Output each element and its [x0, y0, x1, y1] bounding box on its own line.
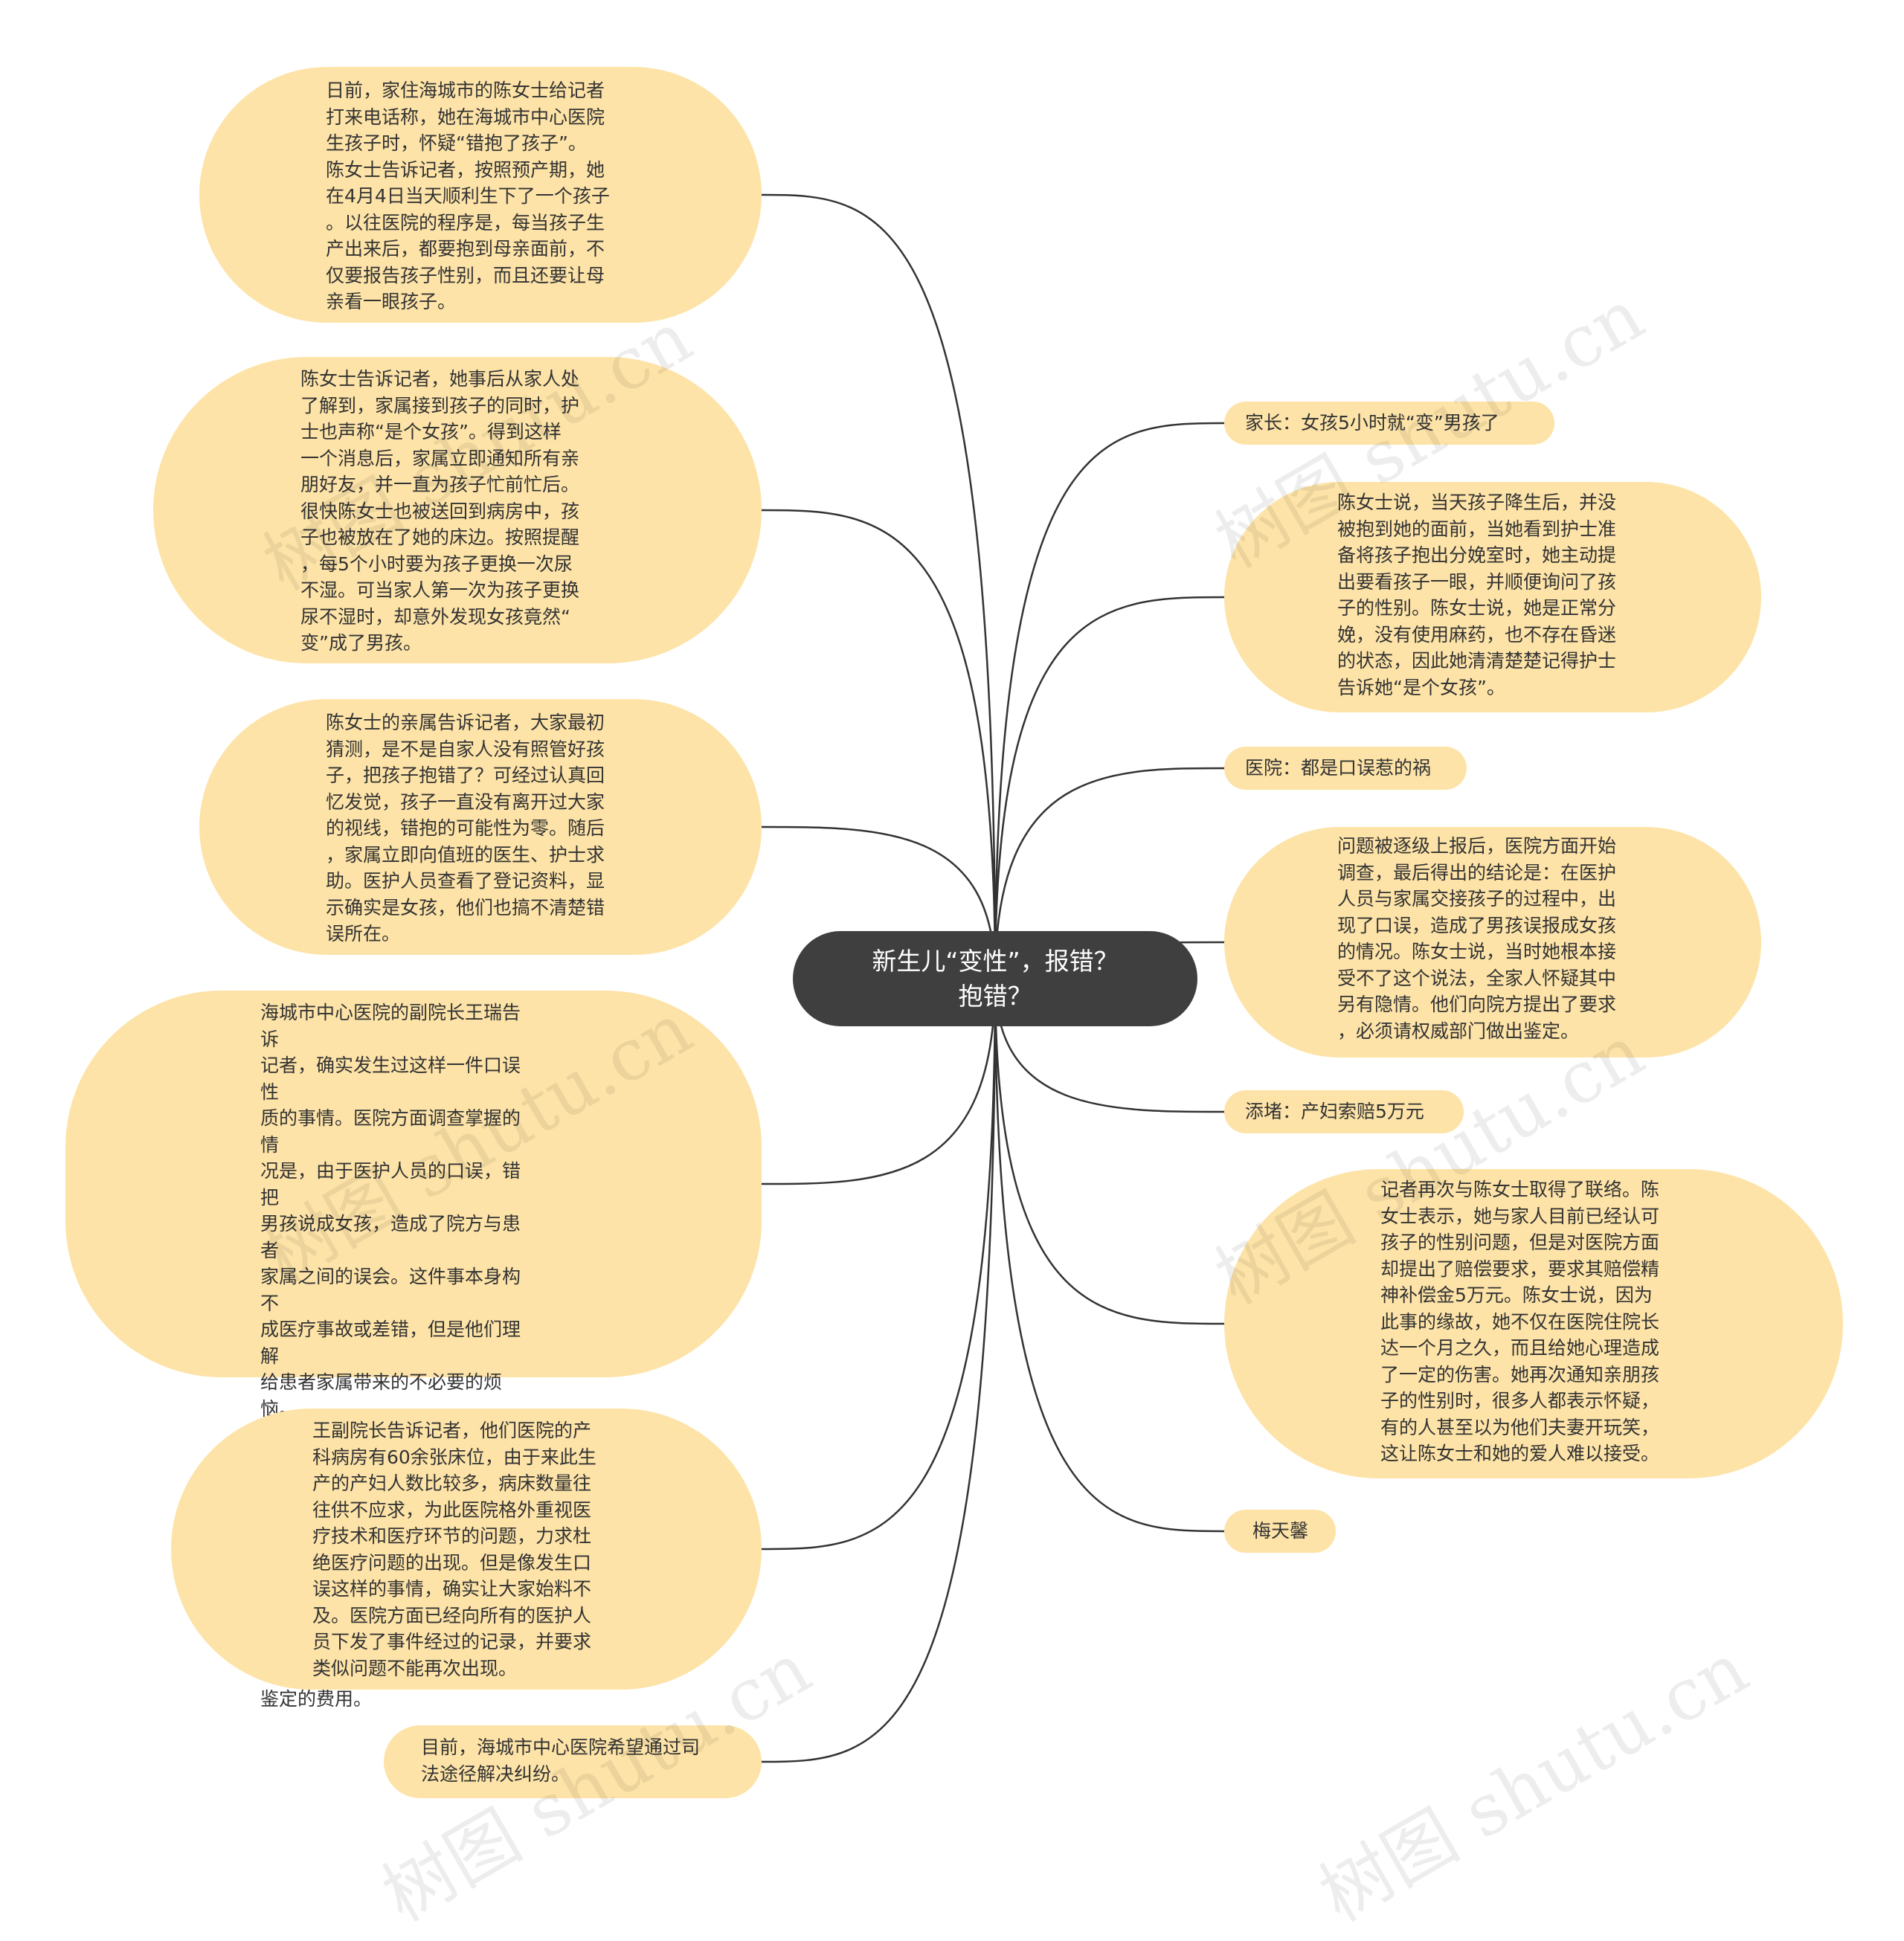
connector-lines: [761, 193, 1225, 1763]
connector-left-1: [761, 193, 997, 979]
right-node-6[interactable]: 记者再次与陈女士取得了联络。陈 女士表示，她与家人目前已经认可 孩子的性别问题，…: [1224, 1169, 1843, 1478]
left-node-5[interactable]: 王副院长告诉记者，他们医院的产 科病房有60余张床位，由于来此生 产的产妇人数比…: [171, 1409, 762, 1690]
connector-left-4: [761, 978, 997, 1185]
right-node-7[interactable]: 梅天馨: [1224, 1510, 1336, 1553]
connector-right-1: [994, 422, 1225, 979]
right-node-2[interactable]: 陈女士说，当天孩子降生后，并没 被抱到她的面前，当她看到护士准 备将孩子抱出分娩…: [1224, 482, 1761, 712]
connector-left-5: [761, 978, 997, 1551]
right-node-1[interactable]: 家长：女孩5小时就“变”男孩了: [1224, 402, 1554, 445]
central-topic[interactable]: 新生儿“变性”，报错？ 抱错？: [793, 931, 1197, 1026]
left-node-2[interactable]: 陈女士告诉记者，她事后从家人处 了解到，家属接到孩子的同时，护 士也声称“是个女…: [153, 357, 762, 663]
connector-right-5: [994, 978, 1225, 1113]
left-node-1[interactable]: 日前，家住海城市的陈女士给记者 打来电话称，她在海城市中心医院 生孩子时，怀疑“…: [199, 67, 762, 323]
connector-right-7: [994, 978, 1225, 1533]
right-node-5[interactable]: 添堵：产妇索赔5万元: [1224, 1090, 1464, 1133]
right-node-4[interactable]: 问题被逐级上报后，医院方面开始 调查，最后得出的结论是：在医护 人员与家属交接孩…: [1224, 827, 1761, 1058]
left-node-4[interactable]: 海城市中心医院的副院长王瑞告诉 记者，确实发生过这样一件口误性 质的事情。医院方…: [65, 991, 762, 1710]
connector-left-6: [761, 978, 997, 1763]
connector-right-2: [994, 596, 1225, 979]
left-node-3[interactable]: 陈女士的亲属告诉记者，大家最初 猜测，是不是自家人没有照管好孩 子，把孩子抱错了…: [199, 699, 762, 955]
connector-right-6: [994, 978, 1225, 1325]
right-node-3[interactable]: 医院：都是口误惹的祸: [1224, 747, 1467, 790]
connector-left-2: [761, 509, 997, 979]
connector-left-3: [761, 825, 997, 979]
connector-right-3: [994, 767, 1225, 979]
left-node-6[interactable]: 目前，海城市中心医院希望通过司 法途径解决纠纷。: [384, 1725, 762, 1798]
